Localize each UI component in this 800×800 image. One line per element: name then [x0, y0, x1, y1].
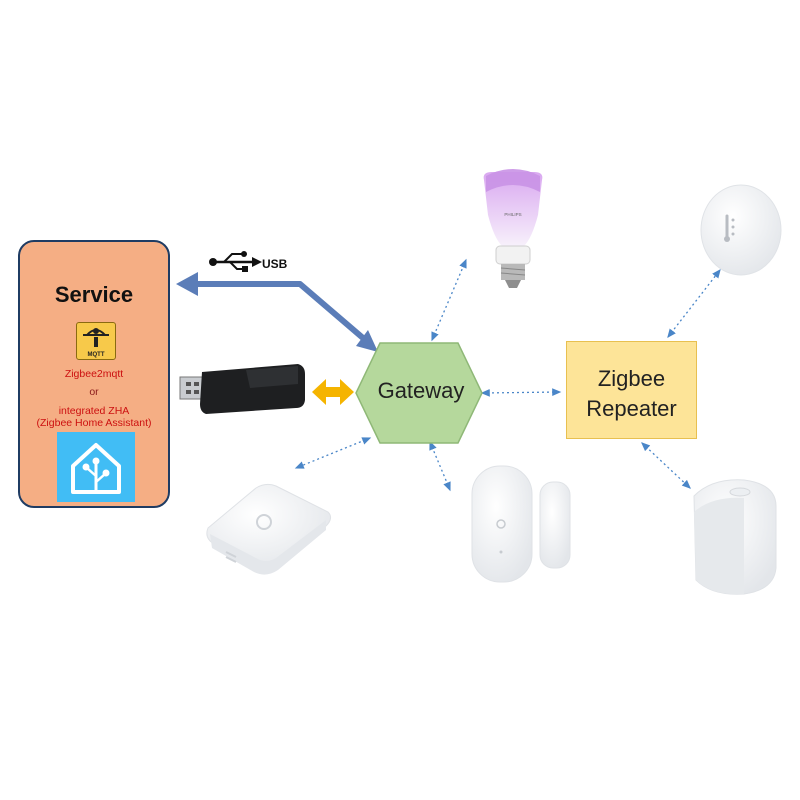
- zigbee-repeater-box: Zigbee Repeater: [566, 341, 697, 439]
- service-line-zigbee-home-assistant: (Zigbee Home Assistant): [36, 417, 152, 429]
- service-line-integrated-zha: integrated ZHA: [58, 405, 130, 417]
- zigbee-links: [294, 258, 721, 492]
- repeater-label-line2: Repeater: [586, 396, 677, 421]
- door-window-sensor-device: [471, 465, 571, 583]
- smart-bulb-device: PHILIPS: [483, 169, 543, 288]
- service-title: Service: [54, 282, 134, 307]
- bidirectional-arrow: [312, 379, 354, 405]
- repeater-label-line1: Zigbee: [597, 366, 666, 391]
- usb-connection-arrow: [176, 272, 378, 352]
- usb-icon: [209, 251, 262, 272]
- mqtt-logo: MQTT: [76, 322, 116, 360]
- gateway-label: Gateway: [377, 378, 465, 403]
- zigbee-usb-dongle: [179, 364, 305, 414]
- xiaomi-hub-device: [206, 483, 332, 575]
- home-assistant-icon: [71, 443, 121, 494]
- gateway-hexagon: [355, 342, 483, 444]
- service-line-or: or: [89, 386, 99, 398]
- home-assistant-logo: [57, 432, 135, 502]
- temperature-sensor-device: [700, 184, 782, 276]
- mqtt-icon: [83, 328, 109, 347]
- service-line-zigbee2mqtt: Zigbee2mqtt: [64, 368, 124, 380]
- mqtt-logo-text: MQTT: [87, 352, 105, 358]
- bulb-brand-text: PHILIPS: [504, 212, 521, 217]
- motion-sensor-device: [693, 479, 777, 595]
- usb-label: USB: [262, 257, 288, 271]
